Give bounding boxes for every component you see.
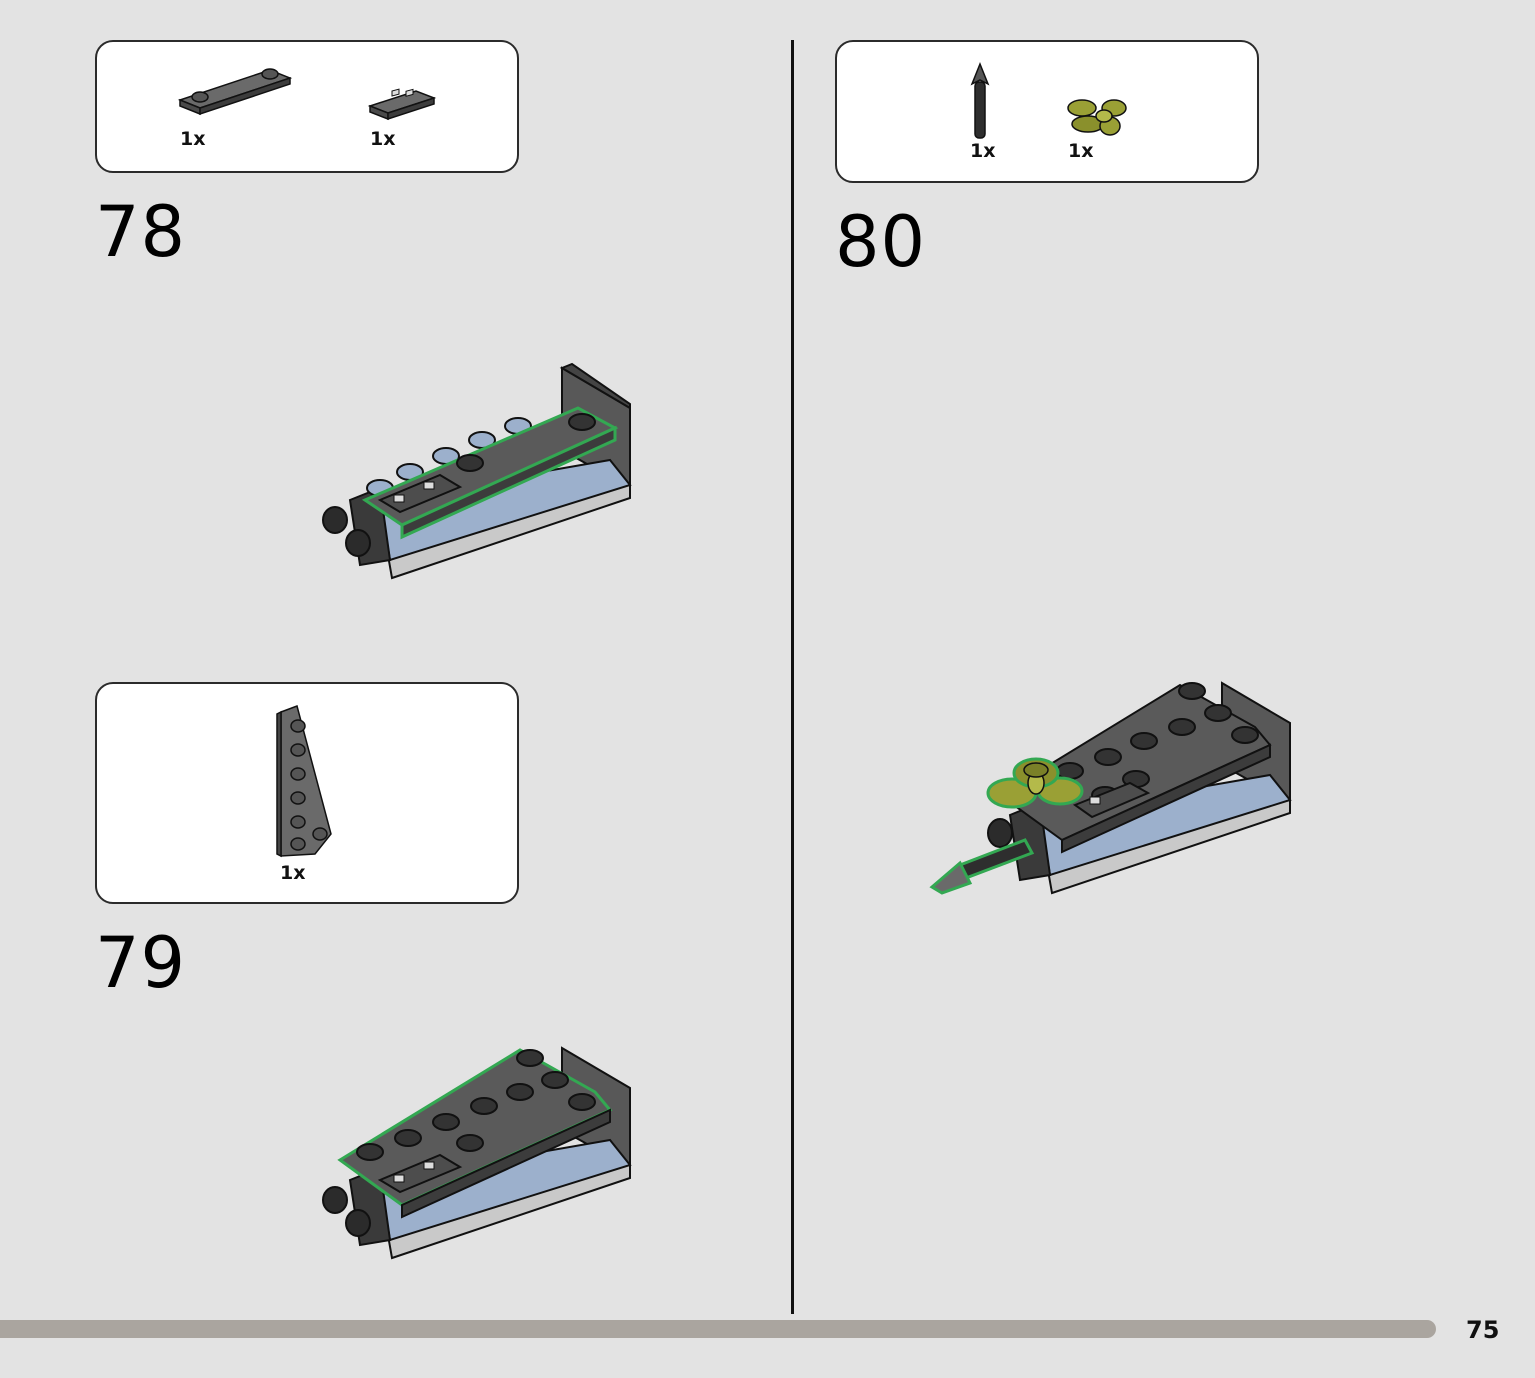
step-80-model-illustration (929, 681, 1292, 895)
page-number: 75 (1466, 1316, 1500, 1344)
wedge-plate-part-icon (276, 705, 332, 858)
progress-bar (0, 1320, 1436, 1338)
plate-1x4-part-icon (177, 68, 293, 116)
step-79-model-illustration (322, 1046, 632, 1260)
part-qty: 1x (280, 862, 306, 884)
plant-leaves-part-icon (1067, 99, 1127, 136)
column-divider (791, 40, 794, 1314)
part-qty: 1x (180, 128, 206, 150)
step-78-model-illustration (322, 362, 632, 580)
parts-callout-step-78 (95, 40, 519, 173)
step-number: 79 (95, 922, 187, 1004)
parts-callout-step-80 (835, 40, 1259, 183)
part-qty: 1x (1068, 140, 1094, 162)
step-number: 78 (95, 191, 187, 273)
part-qty: 1x (970, 140, 996, 162)
bar-arrow-part-icon (970, 61, 990, 139)
step-number: 80 (835, 201, 927, 283)
tile-grille-part-icon (367, 88, 437, 121)
part-qty: 1x (370, 128, 396, 150)
